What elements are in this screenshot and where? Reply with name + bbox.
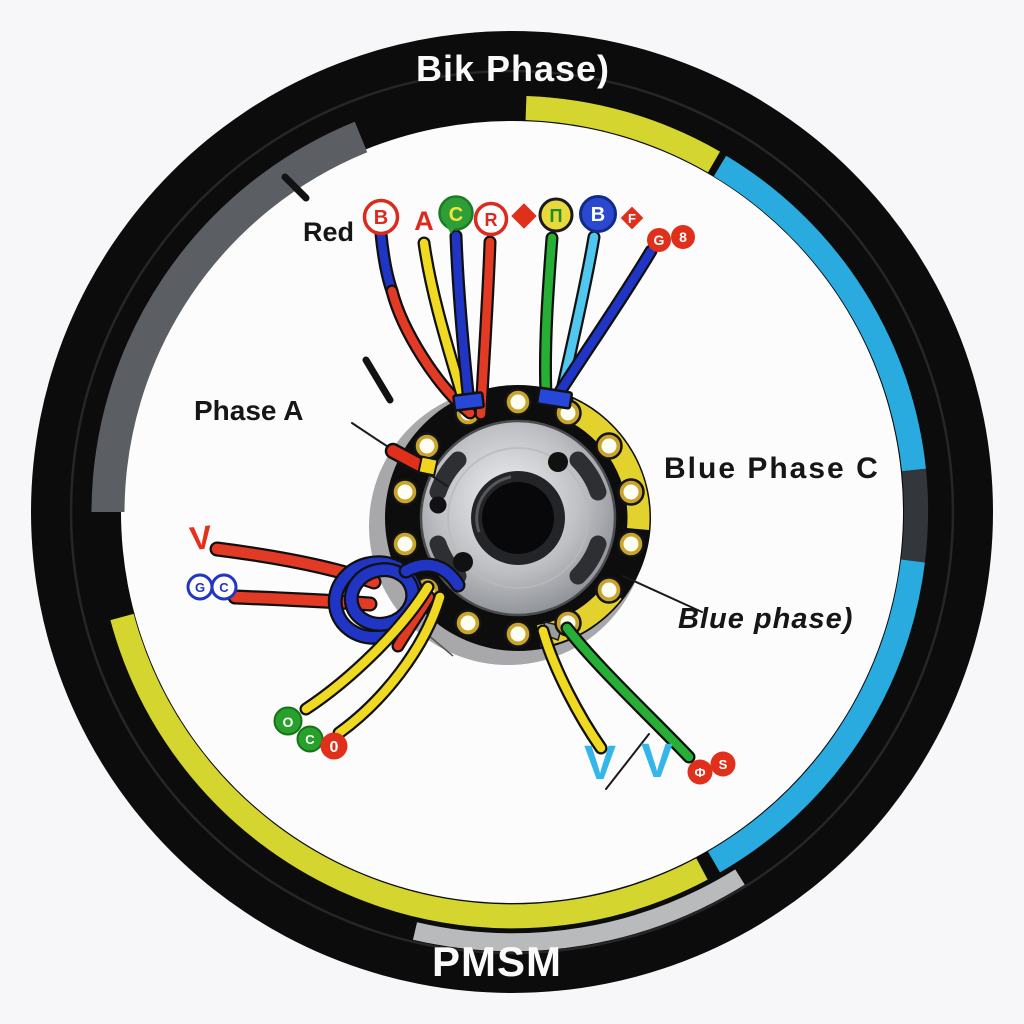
bolt-hole (617, 530, 645, 558)
svg-text:G: G (654, 232, 665, 248)
bolt-hole (504, 620, 532, 648)
badge-top-red-diamond (511, 203, 537, 229)
wires (209, 227, 696, 764)
mark-upper-left (281, 173, 310, 202)
wire-yellow-lowerleft-2 (332, 590, 447, 740)
label-phase-a: Phase A (194, 395, 303, 426)
svg-text:B: B (591, 204, 605, 226)
band-upperleft-gray (91, 121, 368, 513)
label-v-cyan-right: V (641, 735, 673, 788)
badge-lowerleft-c: C (296, 725, 324, 753)
hub-bore-highlight (475, 475, 512, 533)
svg-text:C: C (305, 732, 315, 747)
svg-text:B: B (374, 207, 388, 229)
hub-bolt-dots (429, 452, 568, 572)
badge-left-c: C (210, 573, 238, 601)
wire-green-bottom (560, 621, 696, 764)
badges: B A C R Π B F G 8 (186, 195, 736, 785)
badge-top-r-red: R (473, 201, 509, 237)
band-right-dark-gap (901, 468, 929, 563)
blue-terminal-right (535, 386, 574, 410)
leader-blue-phase (622, 575, 703, 613)
hub-bore (482, 482, 554, 554)
band-bottom-yellow (110, 613, 708, 929)
label-blue-phase-paren: Blue phase) (678, 603, 853, 635)
label-v-red: V (188, 518, 214, 557)
badge-left-g: G (186, 573, 214, 601)
title-top: Bik Phase) (416, 48, 610, 89)
hub-yellow-arc-right (564, 399, 650, 531)
badge-top-g-dot: G (647, 228, 671, 252)
wire-top-blue-diagonal (549, 244, 658, 405)
wire-top-yellow (417, 236, 470, 406)
bolt-hole (391, 530, 419, 558)
svg-text:8: 8 (679, 229, 687, 245)
svg-text:O: O (283, 714, 294, 730)
bolt-hole (391, 478, 419, 506)
svg-text:S: S (719, 757, 728, 772)
badge-bottomright-phi: Ф (687, 759, 713, 785)
badge-top-b-red: B (362, 198, 400, 236)
label-v-cyan-left: V (584, 737, 616, 790)
bolt-hole (454, 609, 482, 637)
bolt-hole (504, 388, 532, 416)
label-blue-phase-c: Blue Phase C (664, 452, 880, 485)
bolt-hole (413, 432, 441, 460)
band-bottom-silver (412, 869, 745, 952)
band-right-cyan-lower (707, 559, 925, 873)
rim-band-arcs (91, 96, 929, 952)
wire-top-blue-2 (449, 229, 475, 400)
svg-text:Π: Π (550, 206, 563, 226)
svg-text:C: C (449, 204, 463, 226)
labels: Red Phase A Blue Phase C Blue phase) V V… (188, 217, 880, 790)
connectors (384, 386, 574, 477)
svg-text:R: R (485, 210, 498, 230)
bolt-hole (595, 576, 623, 604)
badge-lowerleft-0: 0 (320, 732, 348, 760)
badge-bottomright-s: S (710, 751, 736, 777)
stray-marks (281, 173, 394, 404)
badge-top-8-dot: 8 (671, 225, 695, 249)
mark-motor-nw (362, 356, 394, 404)
band-right-cyan-upper (713, 155, 926, 472)
leader-v (605, 733, 650, 790)
title-bottom: PMSM (432, 938, 562, 985)
badge-lowerleft-o: O (273, 706, 303, 736)
wire-yellow-lowerleft-1 (299, 580, 435, 716)
svg-text:C: C (219, 580, 229, 595)
bolt-hole (595, 432, 623, 460)
label-red: Red (303, 217, 354, 247)
svg-text:Ф: Ф (694, 765, 705, 780)
wire-top-green (538, 231, 559, 403)
badge-top-a-letter: A (414, 206, 434, 236)
yellow-terminal-left (417, 455, 439, 477)
badge-top-pi-yellow: Π (538, 197, 574, 233)
svg-text:0: 0 (330, 739, 339, 756)
wire-yellow-bottom (536, 624, 608, 755)
blue-terminal-left (452, 391, 485, 412)
svg-text:F: F (628, 211, 636, 226)
bolt-hole (617, 478, 645, 506)
badge-top-b-blue: B (579, 195, 617, 233)
badge-top-c-green-pin: C (438, 195, 474, 234)
tire-gloss-seam (69, 69, 955, 955)
band-top-yellow (525, 96, 721, 173)
hub-machined-ring (447, 447, 589, 589)
svg-text:G: G (195, 580, 205, 595)
